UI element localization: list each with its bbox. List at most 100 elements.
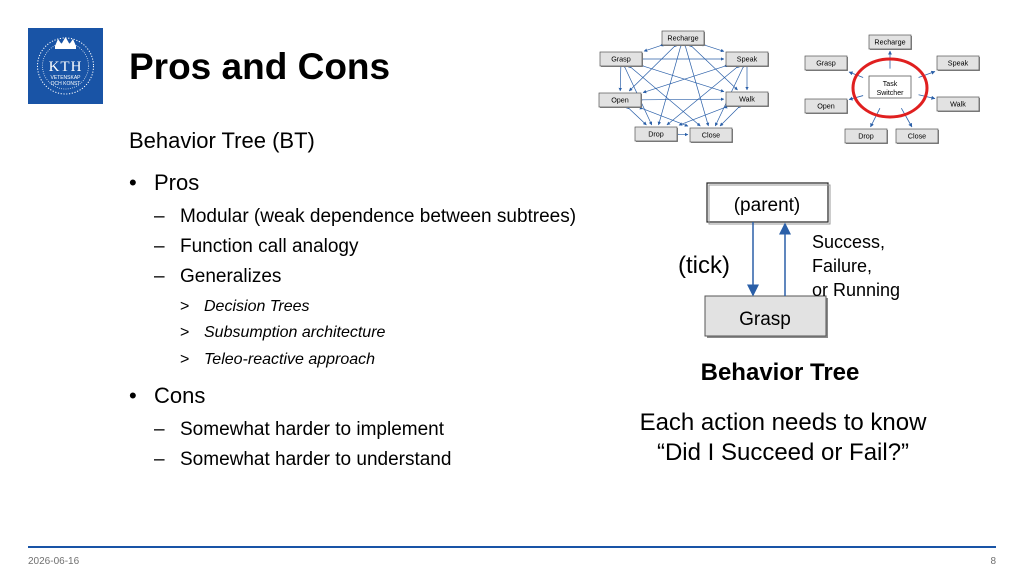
return-status-line-2: Failure, [812,256,872,276]
action-note: Each action needs to know “Did I Succeed… [610,408,956,468]
generalizes-item: > Subsumption architecture [180,323,480,343]
dash-icon: – [154,449,165,470]
generalizes-item-text: Subsumption architecture [204,324,386,341]
fsm-node-label: Grasp [611,55,631,64]
fsm-node: Walk [725,91,769,107]
cons-item-text: Somewhat harder to understand [180,449,452,470]
task-switcher-label-1: Task [883,81,898,88]
switcher-link [870,107,881,128]
switcher-node: Drop [844,128,888,144]
page-number: 8 [990,556,996,567]
fsm-transition [719,104,742,127]
logo-line-3: OCH KONST [51,81,81,87]
pros-label: Pros [154,170,200,195]
generalizes-item: > Decision Trees [180,297,480,317]
chevron-right-icon: > [180,351,190,368]
switcher-link [900,107,913,128]
pros-bullet: • Pros [129,170,329,196]
fsm-node-label: Drop [648,130,664,139]
generalizes-item-text: Decision Trees [204,298,310,315]
switcher-node-label: Recharge [874,38,905,47]
fsm-transition [678,105,728,126]
bullet-dot-icon: • [129,170,137,195]
return-status-line-1: Success, [812,232,885,252]
fsm-transition [639,97,725,102]
switcher-node-label: Open [817,102,835,111]
cons-item: – Somewhat harder to implement [154,418,614,442]
switcher-node-label: Walk [950,100,966,109]
pros-item-text: Generalizes [180,266,282,287]
pros-item-text: Modular (weak dependence between subtree… [180,206,577,227]
kth-crest-icon: KTH VETENSKAP OCH KONST [37,37,94,95]
behavior-tree-diagram: (parent) Grasp (tick) Success, Failure, … [678,182,900,338]
dash-icon: – [154,419,165,440]
fsm-node: Open [598,92,642,108]
cons-item-text: Somewhat harder to implement [180,419,445,440]
pros-item: – Generalizes [154,265,614,289]
bt-parent-node [706,182,829,223]
cons-bullet: • Cons [129,383,329,409]
fsm-node-label: Speak [737,55,758,64]
generalizes-item-text: Teleo-reactive approach [204,351,376,368]
switcher-node: Walk [936,96,980,112]
switcher-node-label: Drop [858,132,874,141]
fsm-node: Recharge [661,30,705,46]
fsm-node: Speak [725,51,769,67]
switcher-link [918,70,936,78]
fsm-node-label: Close [702,131,720,140]
bullet-dot-icon: • [129,383,137,408]
bt-child-label: Grasp [739,309,791,330]
tick-label: (tick) [678,252,730,279]
fsm-node-label: Walk [739,95,755,104]
switcher-node: Grasp [804,55,848,71]
bt-child-node [704,295,827,337]
task-switcher-node [868,75,912,99]
fsm-transition [642,63,728,94]
dash-icon: – [154,206,165,227]
footer-divider [28,546,996,548]
switcher-node-label: Grasp [816,59,836,68]
logo-line-2: VETENSKAP [50,75,81,81]
switcher-node: Close [895,128,939,144]
fsm-transition [618,64,623,92]
switcher-node: Recharge [868,34,912,50]
fsm-node: Grasp [599,51,643,67]
switcher-node: Speak [936,55,980,71]
chevron-right-icon: > [180,298,190,315]
pros-item: – Function call analogy [154,235,614,259]
task-switcher-label-2: Switcher [877,90,905,97]
cons-item: – Somewhat harder to understand [154,448,614,472]
pros-item-text: Function call analogy [180,236,359,257]
switcher-highlight-ring [851,57,929,119]
fsm-transition [639,106,689,127]
generalizes-item: > Teleo-reactive approach [180,350,480,370]
chevron-right-icon: > [180,324,190,341]
dash-icon: – [154,236,165,257]
fsm-node: Close [689,127,733,143]
switcher-node-label: Close [908,132,926,141]
page-title: Pros and Cons [129,46,391,87]
fsm-transition [625,105,647,126]
fsm-node-label: Open [611,96,629,105]
switcher-node: Open [804,98,848,114]
switcher-node-label: Speak [948,59,969,68]
pros-item: – Modular (weak dependence between subtr… [154,205,614,229]
fsm-transition [702,42,725,53]
logo-line-1: KTH [49,59,83,75]
fsm-node-label: Recharge [667,34,698,43]
return-status-line-3: or Running [812,280,900,300]
fsm-node: Drop [634,126,678,142]
action-note-line-1: Each action needs to know [639,409,927,436]
dash-icon: – [154,266,165,287]
fsm-transition [643,43,664,52]
behavior-tree-caption: Behavior Tree [700,359,860,386]
footer-date: 2026-06-16 [28,556,80,567]
section-subtitle: Behavior Tree (BT) [129,128,315,153]
kth-logo: KTH VETENSKAP OCH KONST [28,28,103,104]
bt-parent-label: (parent) [734,195,801,216]
action-note-line-2: “Did I Succeed or Fail?” [656,439,910,466]
cons-label: Cons [154,383,206,408]
